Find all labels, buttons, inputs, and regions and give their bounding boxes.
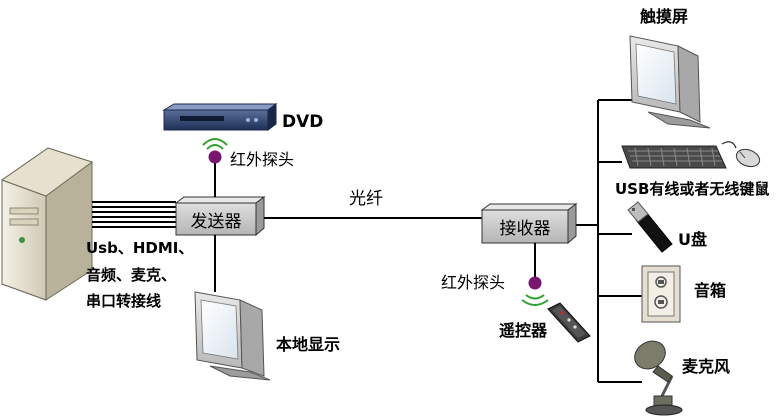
interfaces-label-line1: Usb、HDMI、 [86,239,194,257]
local-display-monitor-icon [194,291,271,381]
remote-control-icon [547,302,591,343]
touchscreen-monitor-icon [629,35,711,129]
mouse-icon [721,141,761,168]
microphone-label: 麦克风 [682,357,731,376]
local-display-label: 本地显示 [276,335,341,354]
fiber-label: 光纤 [349,189,383,209]
interfaces-label-line2: 音频、麦克、 [86,266,177,284]
usb-drive-label: U盘 [678,230,707,249]
receiver-label: 接收器 [499,219,551,239]
microphone-icon [634,340,683,416]
keyboard-mouse-label: USB有线或者无线键鼠 [615,180,770,198]
dvd-label: DVD [282,112,324,132]
ir-probe-sender-label: 红外探头 [230,150,295,169]
usb-drive-icon [627,201,673,253]
speaker-icon [641,265,681,323]
ir-probe-sender-icon [202,138,228,164]
interfaces-label-line3: 串口转接线 [86,292,162,310]
touchscreen-label: 触摸屏 [640,7,689,26]
remote-label: 遥控器 [499,321,548,340]
ir-probe-receiver-icon [521,276,549,306]
pc-tower-icon [0,147,94,301]
sender-label: 发送器 [190,211,242,232]
dvd-player-icon [162,103,278,131]
interface-cable-bundle [92,201,176,228]
receiver-box [480,203,578,245]
keyboard-icon [621,145,727,169]
speaker-label: 音箱 [694,281,727,300]
ir-probe-receiver-label: 红外探头 [441,273,506,292]
